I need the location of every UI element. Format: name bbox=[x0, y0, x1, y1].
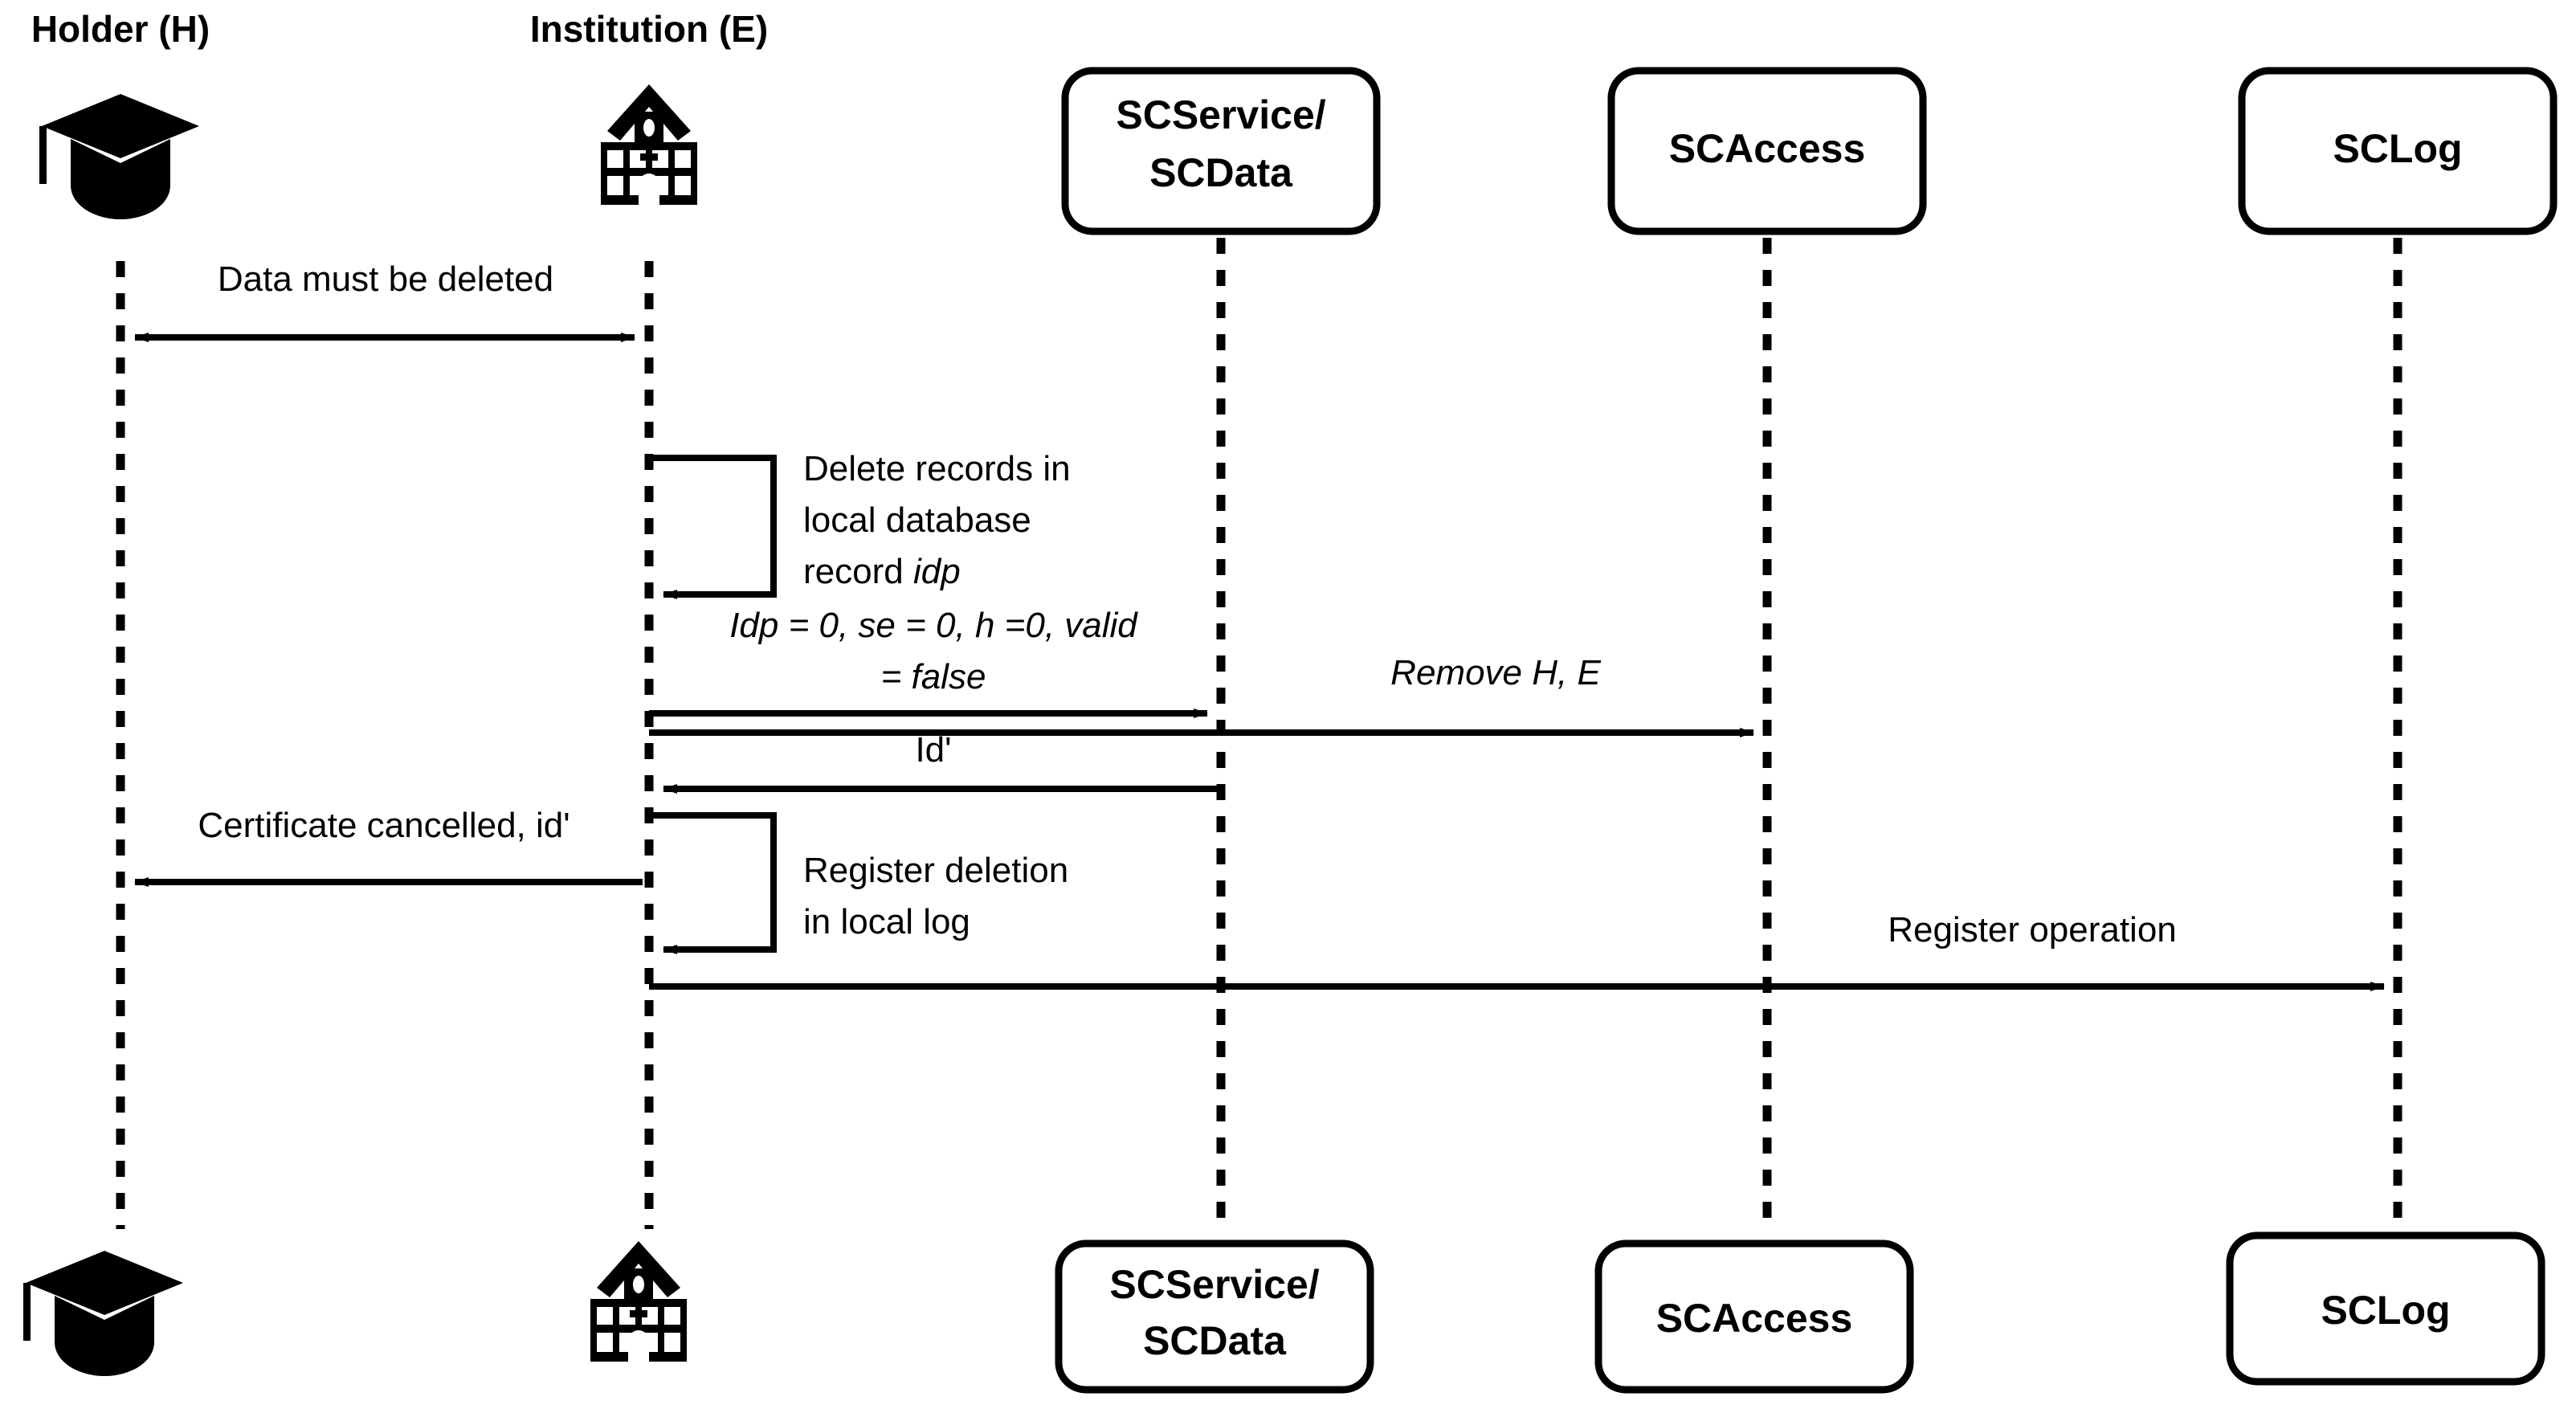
participant-box-scaccess-bottom[interactable]: SCAccess bbox=[1594, 1240, 1914, 1394]
participant-box-scservice-top-line1: SCService/ bbox=[1116, 92, 1325, 137]
participant-label-holder: Holder (H) bbox=[31, 8, 210, 50]
school-building-icon-bottom bbox=[590, 1241, 687, 1362]
participant-box-scaccess-bottom-line1: SCAccess bbox=[1656, 1296, 1853, 1341]
graduation-cap-icon-bottom bbox=[23, 1251, 183, 1376]
message-label-data-must-be-deleted: Data must be deleted bbox=[218, 259, 553, 299]
message-label-delete-records-line3-text: record bbox=[803, 552, 913, 591]
participant-box-scservice-top-line2: SCData bbox=[1149, 150, 1293, 195]
participant-label-institution: Institution (E) bbox=[530, 8, 768, 50]
message-label-idp-assign-line1: Idp = 0, se = 0, h =0, valid bbox=[729, 606, 1138, 645]
participant-box-scservice-bottom-line2: SCData bbox=[1143, 1318, 1287, 1363]
school-building-icon bbox=[601, 84, 697, 205]
participant-box-scservice-bottom-line1: SCService/ bbox=[1109, 1262, 1319, 1307]
participant-box-sclog-bottom[interactable]: SCLog bbox=[2226, 1231, 2545, 1386]
message-label-register-operation: Register operation bbox=[1888, 910, 2177, 950]
message-label-delete-records-line1: Delete records in bbox=[803, 449, 1071, 488]
message-label-idp-assign-line2: = false bbox=[881, 657, 986, 696]
message-label-delete-records-line3: record idp bbox=[803, 552, 961, 591]
participant-box-scservice-bottom[interactable]: SCService/ SCData bbox=[1055, 1240, 1374, 1394]
message-arrow-delete-records bbox=[649, 455, 777, 599]
graduation-cap-icon bbox=[39, 94, 199, 219]
message-label-remove-h-e: Remove H, E bbox=[1390, 653, 1601, 692]
message-label-delete-records-line2: local database bbox=[803, 500, 1031, 540]
message-label-register-deletion-line2: in local log bbox=[803, 902, 970, 941]
participant-box-scaccess-top-line1: SCAccess bbox=[1669, 126, 1866, 171]
participant-box-scservice-top[interactable]: SCService/ SCData bbox=[1061, 67, 1381, 235]
message-label-id-prime: Id' bbox=[915, 730, 951, 770]
participant-box-sclog-top[interactable]: SCLog bbox=[2238, 67, 2558, 235]
participant-box-sclog-bottom-line1: SCLog bbox=[2321, 1288, 2450, 1333]
participant-box-sclog-top-line1: SCLog bbox=[2333, 126, 2462, 171]
message-label-delete-records-idp: idp bbox=[913, 552, 961, 591]
participant-box-scaccess-top[interactable]: SCAccess bbox=[1607, 67, 1927, 235]
message-label-certificate-cancelled: Certificate cancelled, id' bbox=[198, 806, 569, 845]
message-label-register-deletion-line1: Register deletion bbox=[803, 851, 1068, 890]
message-arrow-register-deletion bbox=[649, 812, 777, 954]
